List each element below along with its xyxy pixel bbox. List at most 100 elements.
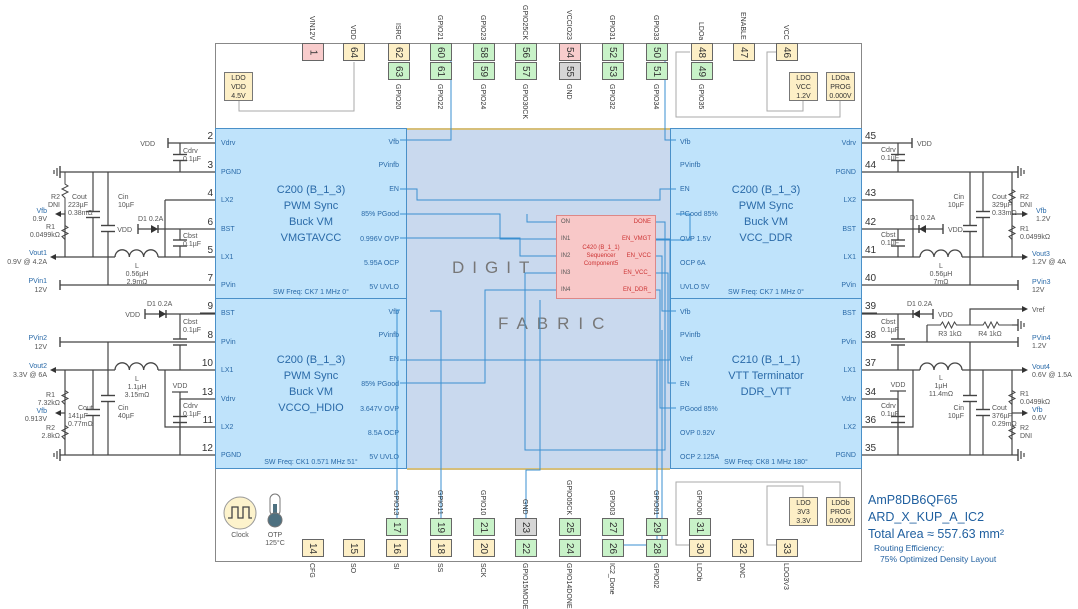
pin-48[interactable]: 48: [691, 43, 713, 61]
block-signal-label: Vref: [680, 356, 693, 363]
label: Cbst: [881, 232, 895, 239]
pin-29[interactable]: 29: [646, 518, 668, 536]
pin-63[interactable]: 63: [388, 62, 410, 80]
wire: [164, 370, 215, 428]
pin-16[interactable]: 16: [386, 539, 408, 557]
pin-17[interactable]: 17: [386, 518, 408, 536]
pin-label: GPIO31: [608, 14, 615, 40]
pin-15[interactable]: 15: [343, 539, 365, 557]
ldo-voltage: 1.2V: [796, 93, 811, 100]
pin-59[interactable]: 59: [473, 62, 495, 80]
pin-number: 8: [207, 330, 213, 341]
pin-46[interactable]: 46: [776, 43, 798, 61]
part-number: AmP8DB6QF65: [868, 493, 958, 507]
block-title-line: C210 (B_1_1): [731, 354, 801, 366]
pin-52[interactable]: 52: [602, 43, 624, 61]
inductor: [919, 362, 963, 371]
label: 10µF: [948, 202, 964, 209]
pin-number: 55: [564, 65, 576, 77]
block-title-line: VCCO_HDIO: [278, 402, 344, 414]
pin-47[interactable]: 47: [733, 43, 755, 61]
pin-27[interactable]: 27: [602, 518, 624, 536]
pin-25[interactable]: 25: [559, 518, 581, 536]
pin-53[interactable]: 53: [602, 62, 624, 80]
pin-number: 20: [478, 542, 490, 554]
resistor: [60, 385, 70, 410]
pin-49[interactable]: 49: [691, 62, 713, 80]
label: PVin2: [28, 335, 47, 342]
ldo-label: LDOa: [831, 75, 850, 82]
pin-label: LDOb: [695, 563, 702, 582]
pin-24[interactable]: 24: [559, 539, 581, 557]
ldo-voltage: 0.000V: [829, 93, 852, 100]
pin-54[interactable]: 54: [559, 43, 581, 61]
pin-50[interactable]: 50: [646, 43, 668, 61]
label: R1: [46, 224, 55, 231]
pin-label: GPIO02: [652, 563, 659, 589]
pin-18[interactable]: 18: [430, 539, 452, 557]
pin-31[interactable]: 31: [689, 518, 711, 536]
pin-28[interactable]: 28: [646, 539, 668, 557]
pin-label: GPIO03: [608, 489, 615, 515]
pin-51[interactable]: 51: [646, 62, 668, 80]
pin-57[interactable]: 57: [515, 62, 537, 80]
pin-19[interactable]: 19: [430, 518, 452, 536]
fabric-label-1: DIGIT: [452, 258, 538, 277]
pin-64[interactable]: 64: [343, 43, 365, 61]
pin-58[interactable]: 58: [473, 43, 495, 61]
pin-26[interactable]: 26: [602, 539, 624, 557]
total-area: Total Area ≈ 557.63 mm²: [868, 527, 1005, 541]
label: Vfb: [1036, 208, 1047, 215]
pin-62[interactable]: 62: [388, 43, 410, 61]
block-pin-label: PGND: [221, 169, 242, 176]
label: D1 0.2A: [910, 215, 936, 222]
label: 0.33mΩ: [992, 210, 1017, 217]
pin-label: GPIO20: [394, 84, 401, 110]
block-pin-label: LX2: [221, 197, 234, 204]
clock-icon: [228, 506, 252, 519]
block-title-line: VTT Terminator: [728, 370, 804, 382]
pin-30[interactable]: 30: [689, 539, 711, 557]
pin-33[interactable]: 33: [776, 539, 798, 557]
pin-32[interactable]: 32: [732, 539, 754, 557]
label: R1: [46, 392, 55, 399]
pin-1[interactable]: 1: [302, 43, 324, 61]
pin-61[interactable]: 61: [430, 62, 452, 80]
pin-number: 16: [391, 542, 403, 554]
pin-number: 41: [865, 245, 877, 256]
pin-number: 25: [564, 521, 576, 533]
arrow-icon: [50, 367, 56, 373]
pin-21[interactable]: 21: [473, 518, 495, 536]
pin-60[interactable]: 60: [430, 43, 452, 61]
pin-56[interactable]: 56: [515, 43, 537, 61]
wire: [862, 370, 914, 428]
pin-55[interactable]: 55: [559, 62, 581, 80]
label: 0.77mΩ: [68, 421, 93, 428]
label: 12V: [35, 287, 48, 294]
pin-number: 30: [694, 542, 706, 554]
pin-22[interactable]: 22: [515, 539, 537, 557]
design-info: AmP8DB6QF65 ARD_X_KUP_A_IC2 Total Area ≈…: [868, 492, 1004, 565]
routing-value: 75% Optimized Density Layout: [880, 554, 997, 564]
label: 0.1µF: [881, 411, 899, 418]
pin-20[interactable]: 20: [473, 539, 495, 557]
resistor: [1007, 220, 1017, 245]
routing-label: Routing Efficiency:: [874, 543, 945, 553]
label: D1 0.2A: [907, 301, 933, 308]
block-title-line: PWM Sync: [283, 200, 339, 212]
block-pin-label: PGND: [835, 169, 856, 176]
pin-23[interactable]: 23: [515, 518, 537, 536]
pin-14[interactable]: 14: [302, 539, 324, 557]
block-title-line: PWM Sync: [738, 200, 794, 212]
label: 1µH: [935, 383, 948, 390]
